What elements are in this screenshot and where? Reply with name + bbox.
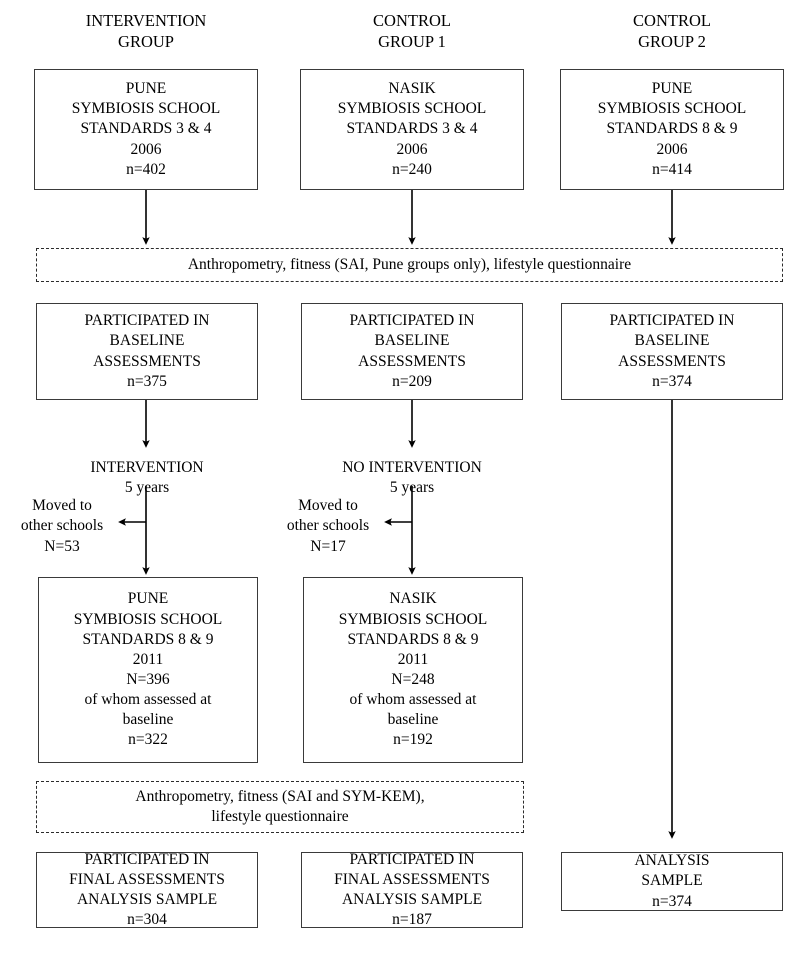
followup-cohort-box-intervention-2011: PUNE SYMBIOSIS SCHOOL STANDARDS 8 & 9 20…: [38, 577, 258, 763]
participation-line-3: ASSESSMENTS: [618, 352, 726, 370]
final-sample-line-1: ANALYSIS: [634, 852, 710, 870]
participation-count: n=374: [652, 372, 692, 390]
final-sample-line-2: SAMPLE: [641, 872, 703, 890]
cohort-site: NASIK: [388, 80, 436, 98]
baseline-participation-box-intervention: PARTICIPATED IN BASELINE ASSESSMENTS n=3…: [36, 303, 258, 400]
participation-line-1: PARTICIPATED IN: [84, 312, 210, 330]
cohort-school: SYMBIOSIS SCHOOL: [71, 100, 221, 118]
final-sample-line-3: ANALYSIS SAMPLE: [76, 891, 218, 908]
cohort-count: n=414: [652, 160, 692, 178]
participation-line-2: BASELINE: [109, 332, 185, 350]
cohort-subnote-1: of whom assessed at: [349, 691, 477, 709]
cohort-box-control-2-2006: PUNE SYMBIOSIS SCHOOL STANDARDS 8 & 9 20…: [560, 69, 784, 190]
participation-count: n=209: [392, 372, 432, 390]
cohort-site: PUNE: [651, 80, 693, 98]
cohort-count: n=402: [126, 160, 166, 178]
attrition-count: N=53: [44, 537, 80, 555]
followup-phase-name: INTERVENTION: [90, 459, 204, 476]
cohort-year: 2011: [132, 650, 164, 668]
cohort-count: n=322: [128, 731, 168, 749]
participation-line-1: PARTICIPATED IN: [349, 312, 475, 330]
final-sample-count: n=187: [392, 911, 432, 929]
participation-line-2: BASELINE: [634, 332, 710, 350]
arrows-baseline-to-followup: [142, 400, 416, 448]
cohort-year: 2006: [130, 140, 162, 158]
cohort-box-intervention-2006: PUNE SYMBIOSIS SCHOOL STANDARDS 3 & 4 20…: [34, 69, 258, 190]
assessment-note-bottom-line-2: lifestyle questionnaire: [211, 808, 349, 825]
column-heading-line2: GROUP 1: [378, 32, 446, 52]
attrition-line-1: Moved to: [32, 497, 92, 514]
attrition-label-intervention: Moved to other schools N=53: [6, 496, 118, 557]
final-sample-box-control-1: PARTICIPATED IN FINAL ASSESSMENTS ANALYS…: [301, 850, 523, 929]
column-heading-line2: GROUP 2: [638, 32, 706, 52]
attrition-count: N=17: [310, 537, 346, 555]
final-sample-count: n=304: [127, 911, 167, 929]
final-sample-count: n=374: [652, 892, 692, 910]
participation-line-2: BASELINE: [374, 332, 450, 350]
cohort-subnote-2: baseline: [387, 711, 439, 729]
cohort-site: PUNE: [125, 80, 167, 98]
cohort-site: NASIK: [389, 590, 437, 608]
final-sample-box-intervention: PARTICIPATED IN FINAL ASSESSMENTS ANALYS…: [36, 850, 258, 929]
cohort-standards: STANDARDS 3 & 4: [346, 120, 478, 138]
cohort-school: SYMBIOSIS SCHOOL: [337, 100, 487, 118]
attrition-line-2: other schools: [286, 517, 370, 535]
cohort-box-control-1-2006: NASIK SYMBIOSIS SCHOOL STANDARDS 3 & 4 2…: [300, 69, 524, 190]
baseline-participation-box-control-1: PARTICIPATED IN BASELINE ASSESSMENTS n=2…: [301, 303, 523, 400]
column-heading-line1: CONTROL: [373, 11, 451, 30]
column-heading-line1: CONTROL: [633, 11, 711, 30]
assessment-note-bottom: Anthropometry, fitness (SAI and SYM-KEM)…: [36, 781, 524, 833]
cohort-count: n=192: [393, 731, 433, 749]
arrows-cohort-to-assessment-top: [142, 190, 676, 245]
cohort-year: 2011: [397, 650, 429, 668]
cohort-standards: STANDARDS 8 & 9: [606, 120, 738, 138]
cohort-count: n=240: [392, 160, 432, 178]
column-heading-control-1: CONTROL GROUP 1: [300, 10, 524, 53]
cohort-standards: STANDARDS 8 & 9: [82, 630, 214, 648]
cohort-school: SYMBIOSIS SCHOOL: [73, 610, 223, 628]
column-heading-line1: INTERVENTION: [85, 11, 207, 30]
participation-line-1: PARTICIPATED IN: [609, 312, 735, 330]
attrition-line-2: other schools: [20, 517, 104, 535]
followup-phase-name: NO INTERVENTION: [342, 459, 482, 476]
final-sample-line-2: FINAL ASSESSMENTS: [334, 870, 490, 888]
column-heading-intervention: INTERVENTION GROUP: [34, 10, 258, 53]
attrition-label-control-1: Moved to other schools N=17: [272, 496, 384, 557]
cohort-school: SYMBIOSIS SCHOOL: [597, 100, 747, 118]
cohort-standards: STANDARDS 3 & 4: [80, 120, 212, 138]
participation-line-3: ASSESSMENTS: [93, 352, 201, 370]
cohort-total: N=248: [391, 671, 435, 688]
final-sample-box-control-2: ANALYSIS SAMPLE n=374: [561, 852, 783, 911]
cohort-school: SYMBIOSIS SCHOOL: [338, 610, 488, 628]
cohort-year: 2006: [656, 140, 688, 158]
cohort-subnote-2: baseline: [122, 711, 174, 729]
followup-phase-label-intervention: INTERVENTION 5 years: [36, 458, 258, 499]
arrows-followup-stems-and-attrition: [118, 486, 416, 575]
cohort-subnote-1: of whom assessed at: [84, 691, 212, 709]
participation-count: n=375: [127, 372, 167, 390]
final-sample-line-2: FINAL ASSESSMENTS: [69, 870, 225, 888]
final-sample-line-1: PARTICIPATED IN: [349, 850, 475, 868]
baseline-participation-box-control-2: PARTICIPATED IN BASELINE ASSESSMENTS n=3…: [561, 303, 783, 400]
column-heading-control-2: CONTROL GROUP 2: [560, 10, 784, 53]
assessment-note-top-text: Anthropometry, fitness (SAI, Pune groups…: [187, 255, 632, 273]
assessment-note-bottom-line-1: Anthropometry, fitness (SAI and SYM-KEM)…: [135, 787, 425, 805]
final-sample-line-1: PARTICIPATED IN: [84, 850, 210, 868]
followup-phase-duration: 5 years: [124, 479, 170, 497]
cohort-total: N=396: [126, 671, 170, 688]
cohort-site: PUNE: [127, 590, 169, 608]
cohort-standards: STANDARDS 8 & 9: [347, 630, 479, 648]
final-sample-line-3: ANALYSIS SAMPLE: [341, 891, 483, 908]
assessment-note-top: Anthropometry, fitness (SAI, Pune groups…: [36, 248, 783, 282]
participation-line-3: ASSESSMENTS: [358, 352, 466, 370]
arrow-control-2-baseline-to-analysis: [668, 400, 676, 839]
cohort-year: 2006: [396, 140, 428, 158]
followup-cohort-box-control-1-2011: NASIK SYMBIOSIS SCHOOL STANDARDS 8 & 9 2…: [303, 577, 523, 763]
attrition-line-1: Moved to: [298, 497, 358, 514]
column-heading-line2: GROUP: [118, 32, 174, 52]
